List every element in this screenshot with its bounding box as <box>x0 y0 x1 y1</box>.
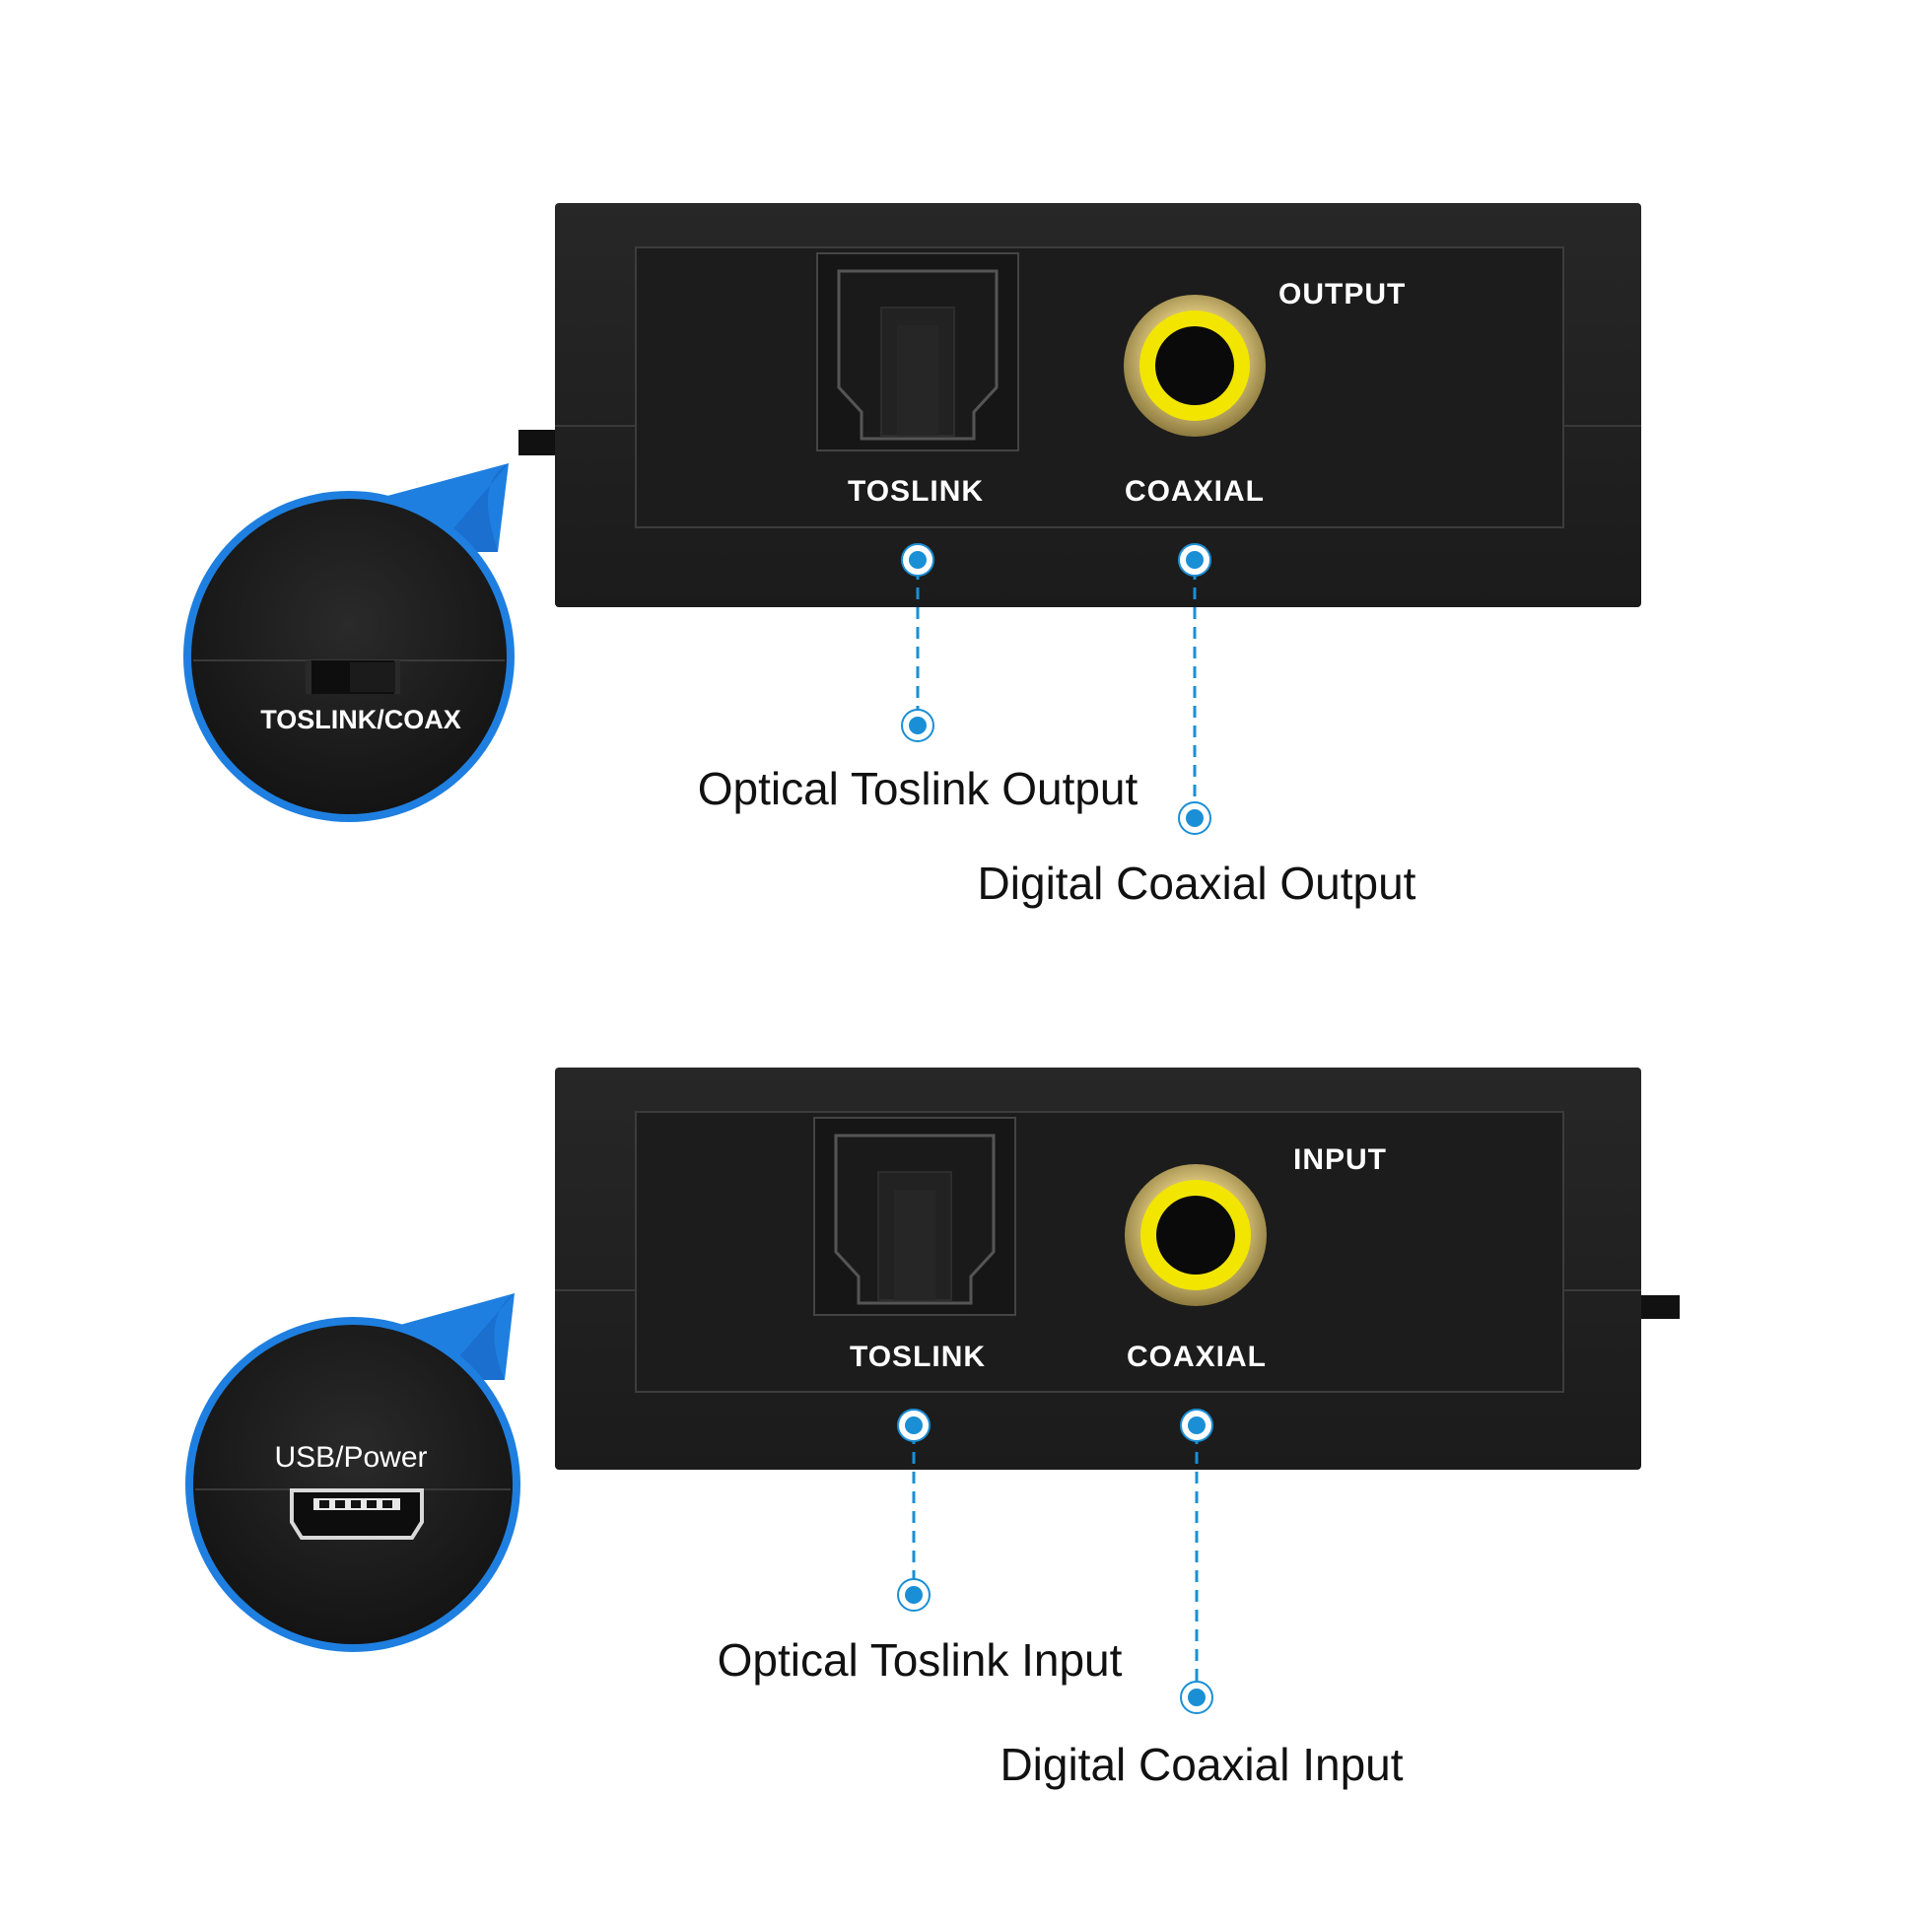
optical-callout: Optical Toslink Input <box>718 1634 1123 1686</box>
switch-stub <box>518 430 558 455</box>
slide-switch-icon <box>306 660 400 694</box>
panel-title: INPUT <box>1293 1143 1387 1176</box>
coaxial-callout: Digital Coaxial Output <box>978 858 1416 909</box>
callout-dot <box>901 543 934 577</box>
bottom-device: INPUT TOSLINK COAXIAL <box>555 1068 1680 1470</box>
callout-dot <box>1180 1681 1213 1714</box>
optical-port-label: TOSLINK <box>848 475 984 508</box>
top-device: OUTPUT TOSLINK COAXIAL <box>518 203 1641 607</box>
callout-dot <box>897 1409 931 1442</box>
zoom-label: USB/Power <box>274 1441 427 1474</box>
callout-dot <box>897 1578 931 1612</box>
bottom-callouts: Optical Toslink Input Digital Coaxial In… <box>718 1409 1404 1790</box>
zoom-bubble-switch: TOSLINK/COAX <box>183 463 515 822</box>
coaxial-port-label: COAXIAL <box>1125 475 1265 508</box>
panel-title: OUTPUT <box>1278 278 1406 310</box>
rca-jack-icon <box>1125 1164 1267 1306</box>
zoom-bubble-usb: USB/Power <box>185 1293 520 1652</box>
toslink-port-icon <box>813 1117 1016 1316</box>
callout-dot <box>1178 801 1211 835</box>
top-callouts: Optical Toslink Output Digital Coaxial O… <box>698 543 1416 909</box>
mini-usb-port-icon <box>290 1488 424 1540</box>
coaxial-port-label: COAXIAL <box>1127 1341 1267 1373</box>
callout-dot <box>1178 543 1211 577</box>
toslink-port-icon <box>816 252 1019 451</box>
rca-jack-icon <box>1124 295 1266 437</box>
callout-dot <box>901 709 934 742</box>
optical-port-label: TOSLINK <box>850 1341 986 1373</box>
power-stub <box>1638 1295 1680 1319</box>
coaxial-callout: Digital Coaxial Input <box>1000 1739 1403 1790</box>
callout-dot <box>1180 1409 1213 1442</box>
optical-callout: Optical Toslink Output <box>698 763 1138 814</box>
faceplate <box>635 246 1564 528</box>
zoom-label: TOSLINK/COAX <box>260 705 461 734</box>
faceplate <box>635 1111 1564 1393</box>
